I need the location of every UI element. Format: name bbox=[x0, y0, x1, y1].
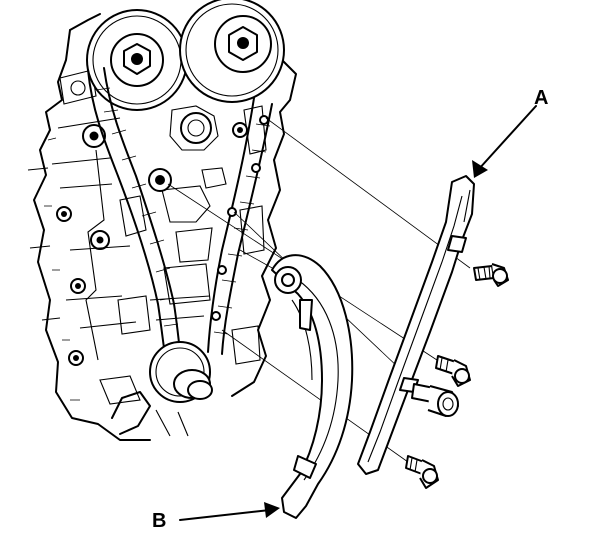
bolt-guide-shoulder bbox=[411, 383, 459, 417]
chain-guide bbox=[271, 254, 354, 519]
timing-chain bbox=[87, 67, 273, 375]
block-bolt-bosses bbox=[56, 124, 110, 366]
center-bolts bbox=[148, 112, 248, 192]
tensioner-arm bbox=[357, 175, 475, 475]
exhaust-cam-sprocket bbox=[179, 0, 285, 103]
callout-b-arrow bbox=[179, 502, 280, 521]
callout-label-a: A bbox=[534, 87, 549, 109]
intake-cam-sprocket bbox=[86, 9, 188, 111]
bolt-lower-guide bbox=[405, 455, 439, 489]
bolt-pivot bbox=[435, 355, 471, 387]
crank-sprocket bbox=[149, 341, 213, 403]
callout-a-arrow bbox=[472, 105, 537, 178]
bolt-upper-arm bbox=[473, 263, 509, 287]
callout-label-b: B bbox=[152, 510, 167, 532]
engine-block bbox=[27, 13, 297, 441]
